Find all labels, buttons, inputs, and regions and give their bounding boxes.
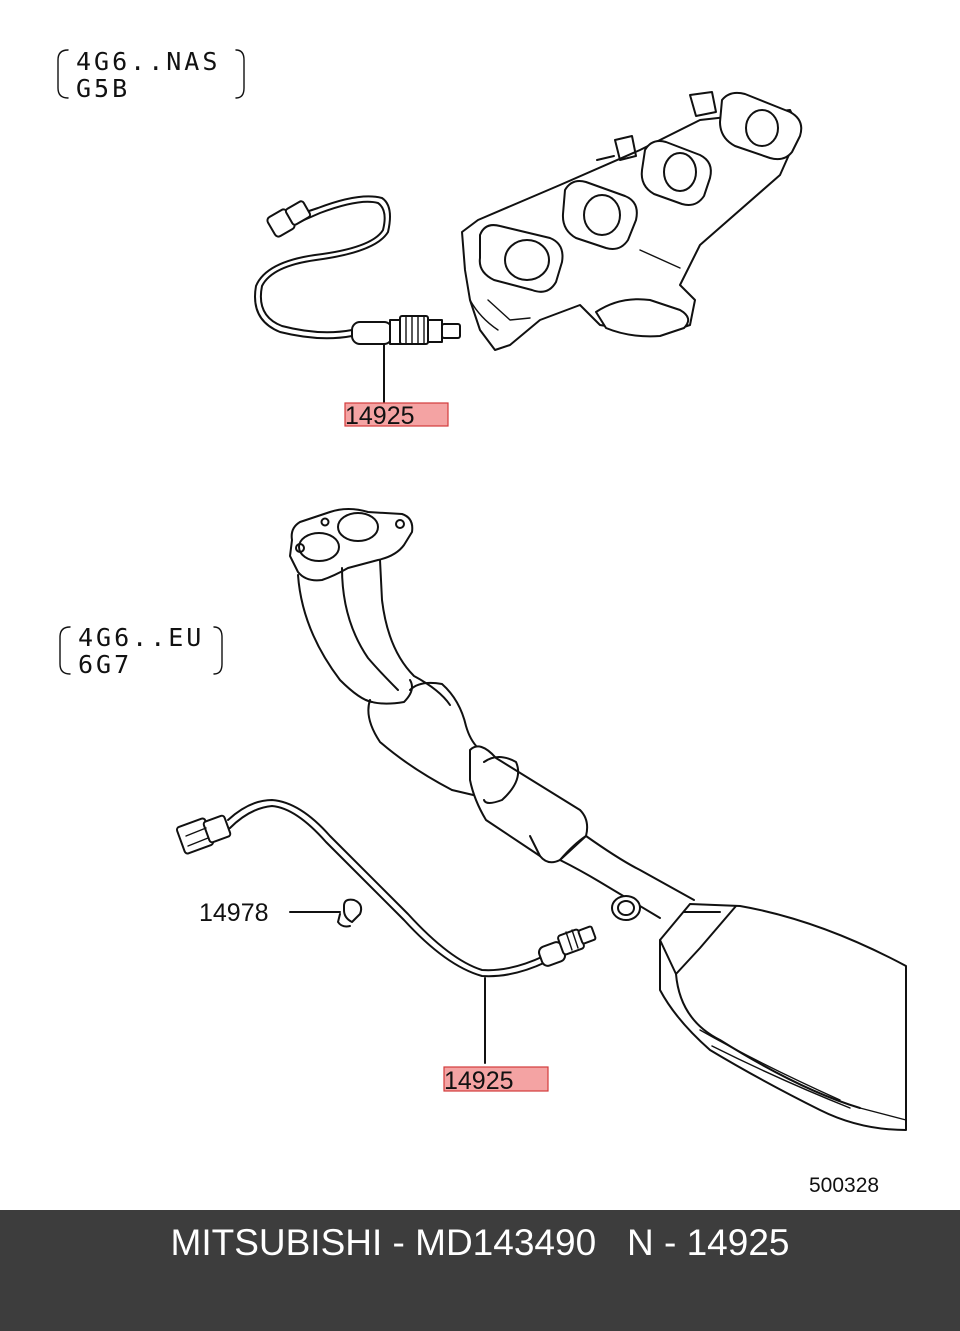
engine-code-label: 4G6..EU (78, 623, 204, 652)
exhaust-manifold (461, 91, 803, 351)
footer-title: MITSUBISHI - MD143490 N - 14925 (170, 1222, 790, 1263)
applicability-group-bottom: 4G6..EU 6G7 (59, 623, 223, 679)
callout-highlight (443, 1066, 549, 1092)
applicability-group-top: 4G6..NAS G5B (57, 47, 245, 103)
engine-code-label: 6G7 (78, 650, 132, 679)
part-number-oxygen-sensor: 14925 (444, 1067, 514, 1095)
footer-bar: MITSUBISHI - MD143490 N - 14925 (0, 1210, 960, 1331)
engine-code-label: 4G6..NAS (76, 47, 220, 76)
part-number-clamp: 14978 (199, 899, 269, 927)
parts-diagram: 4G6..NAS G5B (57, 47, 907, 1197)
engine-code-label: G5B (76, 74, 130, 103)
harness-clamp (289, 898, 363, 928)
diagram-id: 500328 (809, 1174, 879, 1197)
part-number-oxygen-sensor: 14925 (345, 402, 415, 430)
oxygen-sensor-bottom (175, 799, 597, 1064)
front-exhaust-pipe (289, 508, 907, 1131)
oxygen-sensor-top (254, 195, 461, 403)
callout-highlight (344, 402, 449, 427)
